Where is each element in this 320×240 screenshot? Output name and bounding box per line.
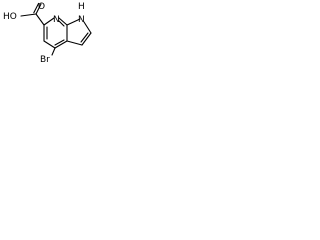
bond-c-oh xyxy=(20,13,37,17)
structure-diagram: HO O N H N Br xyxy=(3,2,92,65)
bond-c4-c5 xyxy=(43,40,56,49)
atom-label-carbonyl-oxygen: O xyxy=(38,2,45,12)
bond-c7a-n1 xyxy=(66,18,81,26)
molecule-canvas: HO O N H N Br xyxy=(0,0,117,73)
atom-label-bromine: Br xyxy=(40,55,50,65)
bond-c5-br xyxy=(51,47,56,56)
atom-label-hydroxyl: HO xyxy=(3,12,17,22)
atom-label-ring-nitrogen: N xyxy=(53,15,60,25)
bond-c-o-double-1 xyxy=(35,3,42,15)
atom-label-nh-hydrogen: H xyxy=(78,2,85,12)
bond-c6-n7 xyxy=(43,17,55,26)
bond-n1-c2 xyxy=(83,21,92,34)
bond-n7-c7a xyxy=(58,17,68,26)
atom-label-nh-nitrogen: N xyxy=(78,15,85,25)
bond-c6-cooh xyxy=(35,13,45,26)
bond-c2-c3-inner xyxy=(80,32,89,43)
bond-c-o-double-2 xyxy=(33,2,40,14)
bond-c3a-c4-inner xyxy=(54,39,65,46)
bond-c2-c3 xyxy=(81,32,92,46)
bond-c3a-c4 xyxy=(54,40,68,49)
bond-c3-c3a xyxy=(66,40,83,46)
bond-n7-c7a-inner xyxy=(58,20,65,27)
